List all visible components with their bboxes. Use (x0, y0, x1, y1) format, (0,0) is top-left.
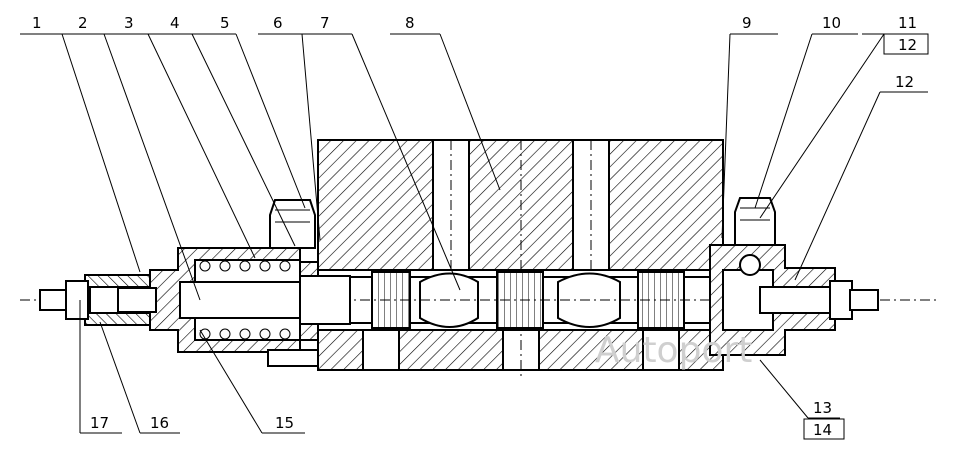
left-spring-housing (39, 247, 351, 353)
part-label-14-box (803, 418, 845, 440)
leader-lines (20, 33, 928, 434)
part-label-13: 13 (813, 399, 832, 417)
part-label-12-boxed: 12 (898, 36, 917, 54)
spring (199, 260, 291, 340)
part-label-16: 16 (150, 414, 169, 432)
watermark: Autoport (595, 330, 752, 371)
part-labels-bottom: 17 16 15 13 14 (90, 399, 845, 440)
part-label-17: 17 (90, 414, 109, 432)
left-breather (267, 199, 319, 367)
part-label-15: 15 (275, 414, 294, 432)
part-label-3: 3 (124, 14, 134, 32)
part-label-4: 4 (170, 14, 180, 32)
part-label-8: 8 (405, 14, 415, 32)
spool (20, 271, 940, 329)
part-label-14: 14 (813, 421, 832, 439)
part-label-11: 11 (898, 14, 917, 32)
part-label-5: 5 (220, 14, 230, 32)
part-label-12: 12 (895, 73, 914, 91)
part-label-10: 10 (822, 14, 841, 32)
part-label-9: 9 (742, 14, 752, 32)
part-label-1: 1 (32, 14, 42, 32)
right-cover (709, 244, 879, 356)
part-label-12-box (883, 33, 929, 55)
part-label-7: 7 (320, 14, 330, 32)
part-label-6: 6 (273, 14, 283, 32)
part-label-2: 2 (78, 14, 88, 32)
part-labels-top: 1 2 3 4 5 6 7 8 9 10 11 12 12 (32, 14, 929, 91)
